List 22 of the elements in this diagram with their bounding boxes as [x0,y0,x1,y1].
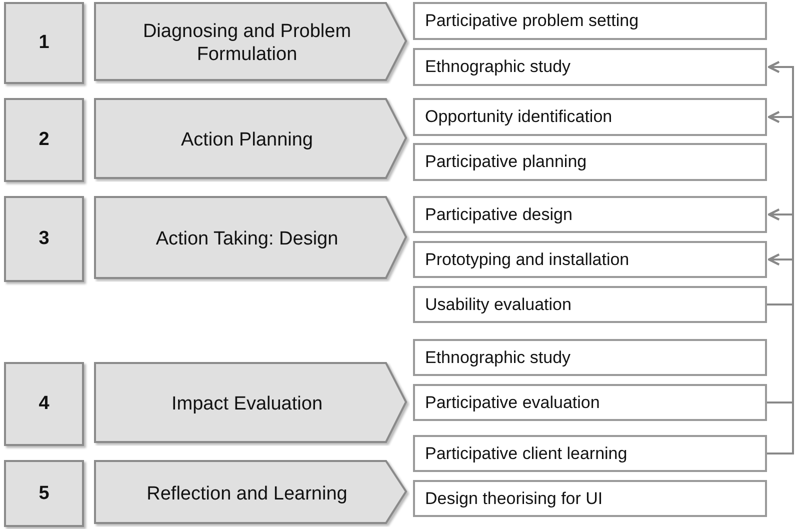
activity-box: Ethnographic study [413,339,767,376]
step-number-box: 5 [4,460,84,527]
activity-box: Participative problem setting [413,2,767,40]
activity-box: Ethnographic study [413,48,767,86]
activity-box: Opportunity identification [413,98,767,136]
activity-box: Participative planning [413,143,767,181]
phase-label: Diagnosing and Problem Formulation [142,20,352,66]
step-number-box: 1 [4,2,84,84]
step-number-box: 3 [4,196,84,282]
phase-label: Action Planning [180,128,314,152]
activity-box: Prototyping and installation [413,241,767,278]
feedback-arrow [767,254,794,454]
activity-box: Participative client learning [413,435,767,472]
activity-box: Usability evaluation [413,286,767,323]
activity-box: Participative design [413,196,767,233]
activity-box: Participative evaluation [413,384,767,421]
phase-label: Impact Evaluation [170,392,324,416]
activity-box: Design theorising for UI [413,480,767,517]
step-number-box: 2 [4,98,84,182]
step-number-box: 4 [4,362,84,446]
phase-label: Action Taking: Design [154,228,340,250]
phase-label: Reflection and Learning [146,482,348,505]
